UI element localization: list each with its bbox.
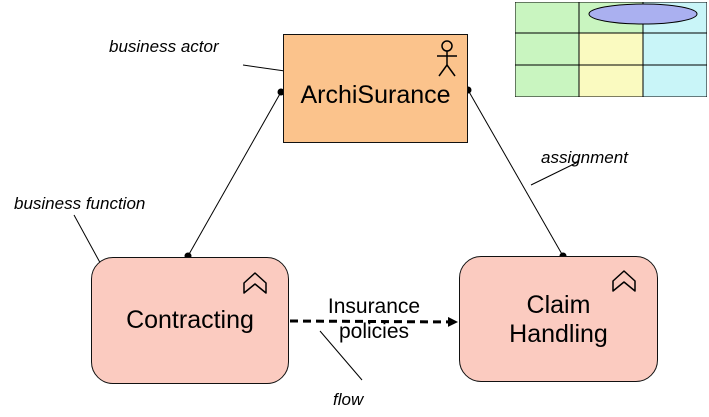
- business-function-icon: [243, 272, 267, 294]
- business-actor-archisurance[interactable]: ArchiSurance: [283, 34, 468, 143]
- flow-label-line2: policies: [338, 320, 410, 344]
- flow-label: Insurance policies: [314, 294, 434, 344]
- leader-line-assignment: [530, 161, 579, 186]
- assignment-dot-actor-left: [277, 88, 285, 96]
- assignment-line-claim[interactable]: [467, 89, 564, 257]
- leader-line-flow: [319, 330, 363, 381]
- annotation-flow: flow: [333, 390, 364, 409]
- business-function-icon: [612, 270, 636, 292]
- assignment-line-contracting[interactable]: [187, 91, 282, 257]
- thumbnail-cell: [515, 2, 580, 34]
- thumbnail-cell: [515, 32, 580, 66]
- annotation-business-function: business function: [14, 194, 146, 213]
- claim-handling-label: Claim Handling: [460, 291, 657, 349]
- thumbnail-cell: [578, 32, 644, 66]
- thumbnail-cell: [642, 64, 707, 97]
- actor-label: ArchiSurance: [300, 81, 451, 109]
- actor-icon: [437, 40, 457, 77]
- thumbnail-cell: [515, 64, 580, 97]
- annotation-assignment: assignment: [541, 148, 628, 167]
- business-function-claim-handling[interactable]: Claim Handling: [459, 256, 658, 382]
- thumbnail-cell: [578, 64, 644, 97]
- contracting-label: Contracting: [126, 306, 254, 334]
- thumbnail-cell: [642, 32, 707, 66]
- business-function-contracting[interactable]: Contracting: [91, 257, 289, 384]
- view-thumbnail: [515, 2, 707, 97]
- annotation-business-actor: business actor: [109, 37, 219, 56]
- claim-label-line1: Claim: [526, 291, 591, 319]
- claim-label-line2: Handling: [509, 319, 608, 348]
- thumbnail-ellipse: [588, 3, 698, 25]
- flow-label-line1: Insurance: [327, 295, 421, 318]
- flow-arrow[interactable]: [289, 316, 458, 327]
